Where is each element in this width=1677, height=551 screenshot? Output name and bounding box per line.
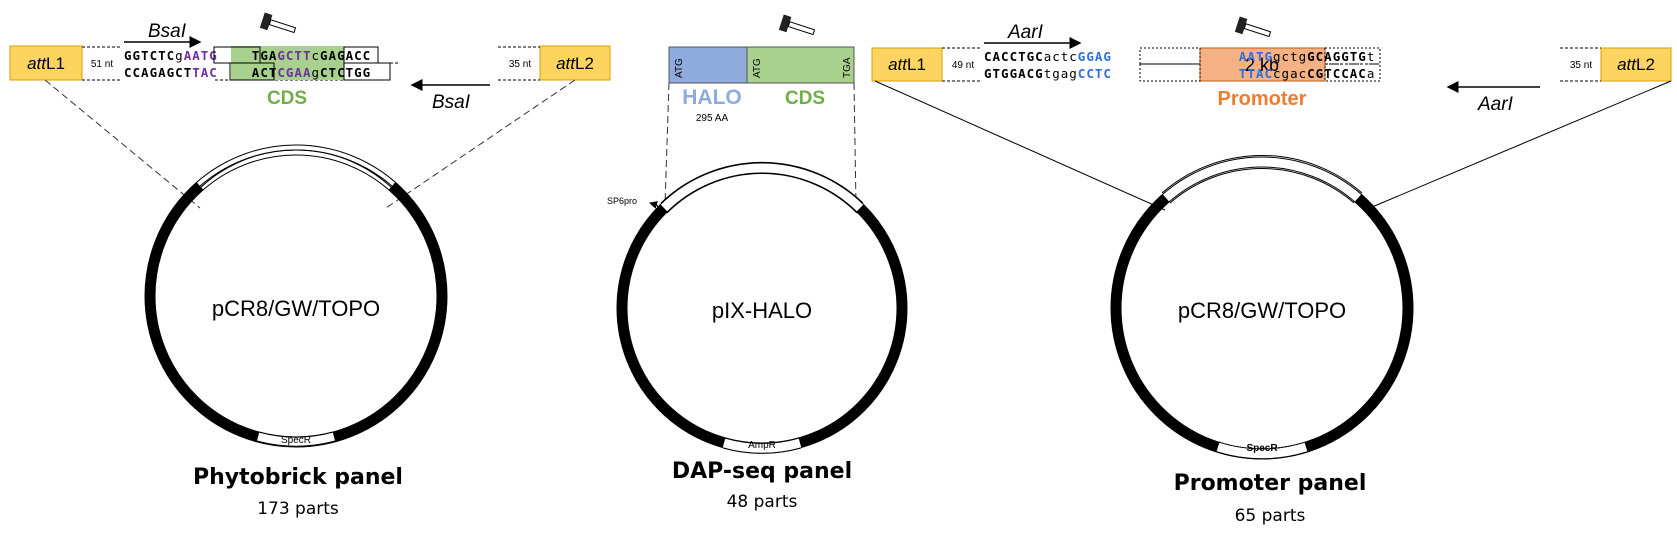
attl2-box [539, 45, 611, 81]
attl2-label: attL2 [556, 54, 594, 73]
promoter-insert-box [1199, 47, 1326, 82]
nt-left-label: 51 nt [91, 59, 113, 70]
promoter-label: Promoter [1218, 88, 1307, 110]
panel-title: Promoter panel [1174, 471, 1367, 496]
hammer-icon [1234, 16, 1272, 38]
panel-title: DAP-seq panel [672, 459, 852, 484]
marker-label: SpecR [1246, 443, 1278, 454]
bsai-bottom-label: BsaI [432, 92, 471, 113]
attl1-box [871, 47, 943, 82]
aari-top-label: AarI [1007, 22, 1044, 43]
atg-label-2: ATG [752, 58, 763, 78]
cds-label: CDS [785, 88, 825, 109]
marker-label: SpecR [281, 435, 311, 446]
nt-left-label: 49 nt [952, 60, 974, 71]
dapseq-panel: ATG ATG TGA HALO 295 AA CDS AmpR SP6pro … [607, 14, 908, 512]
phytobrick-panel: attL1 attL2 51 nt 35 nt BsaI BsaI GGTCTC… [9, 12, 611, 519]
promoter-panel: attL1 attL2 49 nt 35 nt 2 kb Promoter Aa… [871, 16, 1672, 526]
tga-label: TGA [842, 57, 853, 78]
hammer-icon [778, 14, 816, 36]
attl1-label: attL1 [27, 54, 65, 73]
panel-parts: 173 parts [257, 499, 339, 519]
hammer-icon [259, 12, 297, 34]
nt-right-label: 35 nt [509, 59, 531, 70]
attl2-box [1600, 47, 1672, 82]
plasmid-name: pCR8/GW/TOPO [212, 296, 380, 321]
halo-label: HALO [682, 86, 742, 109]
plasmid-name: pCR8/GW/TOPO [1178, 298, 1346, 323]
halo-atg-box [668, 46, 748, 84]
panel-title: Phytobrick panel [193, 465, 403, 490]
plasmid-name: pIX-HALO [712, 298, 812, 323]
halo-size: 295 AA [696, 113, 729, 124]
sp6-arrow [649, 201, 661, 213]
panel-parts: 65 parts [1235, 506, 1306, 526]
attl1-box [9, 45, 83, 81]
insert-size: 2 kb [1245, 55, 1279, 75]
nt-right-label: 35 nt [1570, 60, 1592, 71]
cds-label: CDS [267, 88, 307, 109]
aari-bottom-label: AarI [1477, 94, 1514, 115]
attl1-label: attL1 [888, 55, 926, 74]
bsai-top-label: BsaI [148, 21, 187, 42]
attl2-label: attL2 [1617, 55, 1655, 74]
panel-parts: 48 parts [727, 492, 798, 512]
sp6-promoter-label: SP6pro [607, 196, 637, 206]
marker-label: AmpR [748, 440, 776, 451]
atg-label-1: ATG [674, 58, 685, 78]
cds-atg-box [746, 46, 855, 84]
